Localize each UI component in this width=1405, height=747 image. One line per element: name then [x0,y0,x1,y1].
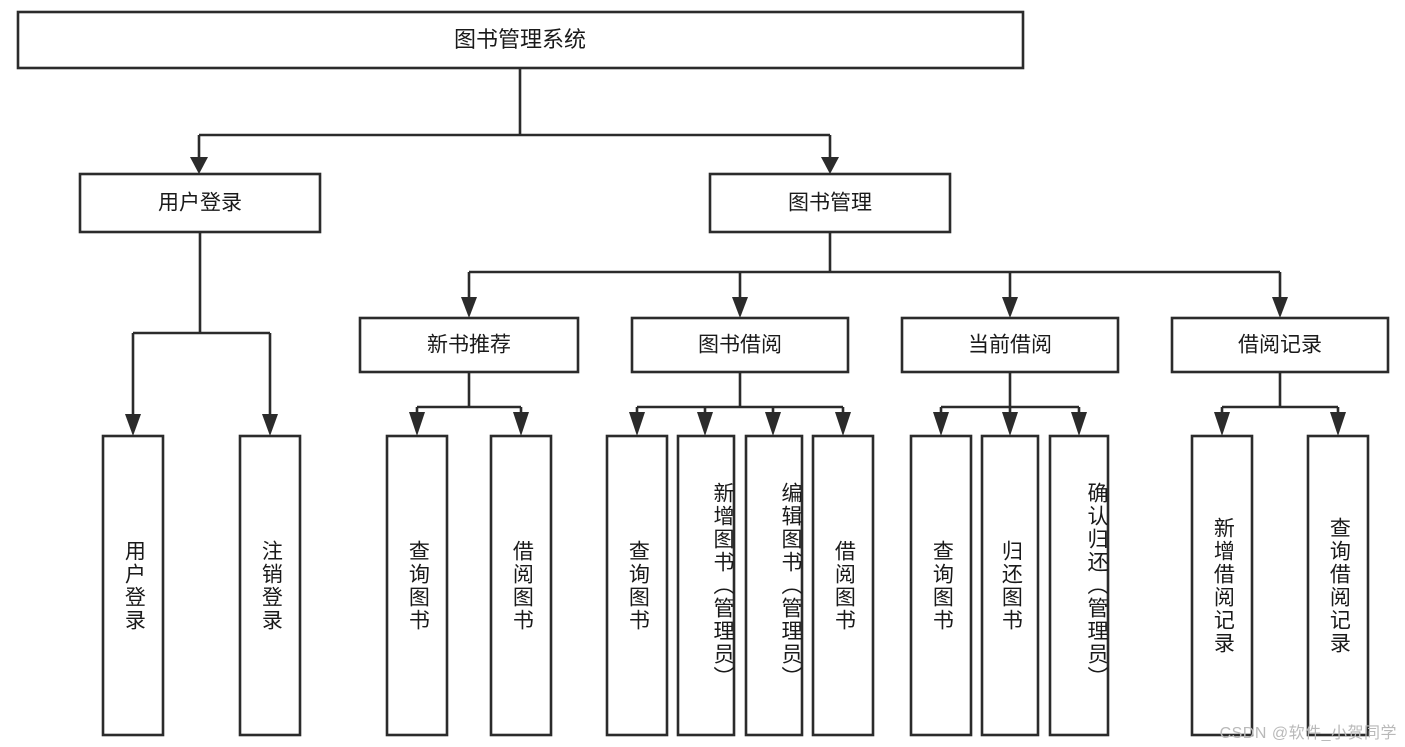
node-borrow-record-box[interactable] [1170,316,1390,374]
arrow-head-currentborrow-1 [933,412,949,436]
arrow-head-bookmanage-3 [1002,297,1018,318]
node-book-borrow-label: 图书借阅 [698,334,782,357]
arrow-head-userlogin-1 [125,414,141,436]
node-book-manage-box[interactable] [708,172,952,234]
leaf-box-user-login-1[interactable] [101,434,165,737]
leaf-box-current-borrow-1[interactable] [909,434,973,737]
node-root-label: 图书管理系统 [454,27,586,52]
arrow-head-root-1 [190,157,208,174]
node-root-box[interactable] [16,10,1025,70]
arrow-head-bookborrow-1 [629,412,645,436]
arrow-head-bookborrow-3 [765,412,781,436]
node-new-book-label: 新书推荐 [427,334,511,357]
arrow-head-currentborrow-2 [1002,412,1018,436]
arrow-head-newbook-2 [513,412,529,436]
node-current-borrow-box[interactable] [900,316,1120,374]
leaf-box-new-book-2[interactable] [489,434,553,737]
leaf-box-new-book-1[interactable] [385,434,449,737]
node-new-book-box[interactable] [358,316,580,374]
leaf-box-user-login-2[interactable] [238,434,302,737]
leaf-box-borrow-record-2[interactable] [1306,434,1370,737]
csdn-watermark: CSDN @软件_小贺同学 [1219,725,1397,742]
leaf-box-book-borrow-4[interactable] [811,434,875,737]
node-current-borrow-label: 当前借阅 [968,334,1052,357]
arrow-head-root-2 [821,157,839,174]
leaf-box-book-borrow-1[interactable] [605,434,669,737]
arrow-head-newbook-1 [409,412,425,436]
arrow-head-currentborrow-3 [1071,412,1087,436]
leaf-box-book-borrow-2[interactable] [676,434,736,737]
leaf-box-borrow-record-1[interactable] [1190,434,1254,737]
arrow-head-bookmanage-4 [1272,297,1288,318]
arrow-head-userlogin-2 [262,414,278,436]
node-borrow-record-label: 借阅记录 [1238,334,1322,357]
arrow-head-bookborrow-2 [697,412,713,436]
node-user-login-label: 用户登录 [158,192,242,215]
arrow-head-bookmanage-2 [732,297,748,318]
leaf-box-book-borrow-3[interactable] [744,434,804,737]
arrow-head-bookmanage-1 [461,297,477,318]
leaf-box-current-borrow-2[interactable] [980,434,1040,737]
node-book-borrow-box[interactable] [630,316,850,374]
arrow-head-borrowrecord-2 [1330,412,1346,436]
arrow-head-bookborrow-4 [835,412,851,436]
leaf-box-current-borrow-3[interactable] [1048,434,1110,737]
node-book-manage-label: 图书管理 [788,192,872,215]
arrow-head-borrowrecord-1 [1214,412,1230,436]
